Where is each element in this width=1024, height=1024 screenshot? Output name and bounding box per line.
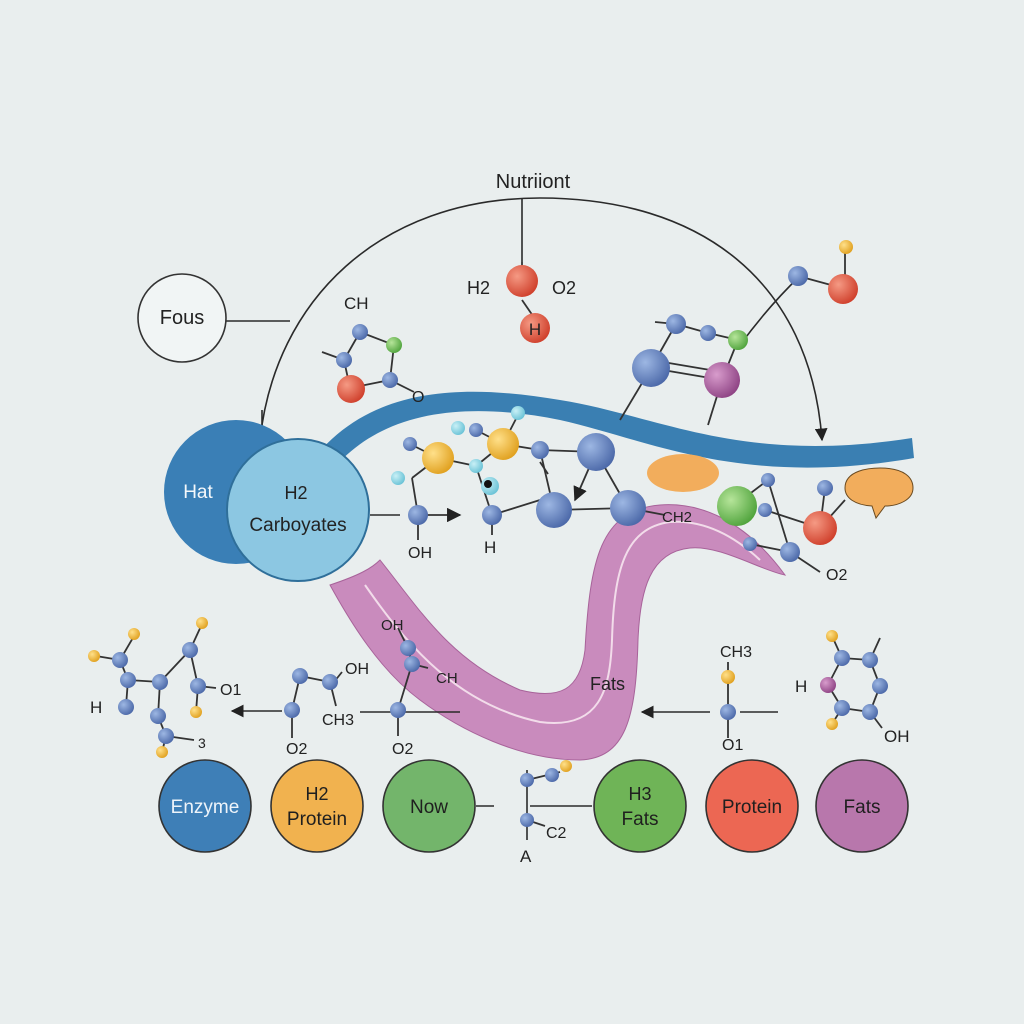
top-arc-connector xyxy=(259,197,828,442)
focus-node-label: Fous xyxy=(160,307,204,329)
bottom-node-line2: Now xyxy=(410,797,448,818)
label-oh-low: OH xyxy=(345,661,369,678)
bottom-node: Now xyxy=(382,759,476,853)
label-ch-top: CH xyxy=(344,294,369,313)
right-cluster: CH2 O2 xyxy=(647,454,914,584)
carb-node-line1: H2 xyxy=(284,483,307,503)
carbohydrates-node: H2 Carboyates xyxy=(226,438,370,582)
label-oh-mid: OH xyxy=(408,545,432,562)
label-oh-right: OH xyxy=(884,727,910,746)
bottom-node-circle xyxy=(270,759,364,853)
bottom-node-line2: Fats xyxy=(622,809,659,830)
label-h-left: H xyxy=(90,698,102,717)
pink-band xyxy=(329,504,787,761)
label-sub3: 3 xyxy=(198,735,206,751)
bottom-node: Protein xyxy=(705,759,799,853)
focus-node: Fous xyxy=(137,273,227,363)
ch-molecule: CH O xyxy=(321,294,424,406)
bottom-node-circle xyxy=(382,759,476,853)
bottom-node-line2: Protein xyxy=(722,797,782,818)
lower-middle-molecules: OH CH3 O2 OH CH O2 xyxy=(284,617,458,758)
label-o1-left: O1 xyxy=(220,682,241,699)
lower-right-ring: H OH xyxy=(795,630,910,746)
lower-left-molecule: H O1 3 xyxy=(88,617,241,758)
diagram-title: Nutriiont xyxy=(496,171,571,193)
top-molecule-bottom-label: H xyxy=(529,320,541,339)
bottom-node-line1: H3 xyxy=(628,784,651,804)
bottom-center-molecule: C2 A xyxy=(520,760,572,866)
label-o2-low-a: O2 xyxy=(286,741,307,758)
atom-red xyxy=(506,265,538,297)
top-molecule-right-label: O2 xyxy=(552,278,576,298)
bottom-node-circle xyxy=(593,759,687,853)
bottom-node: Fats xyxy=(815,759,909,853)
bottom-node-circle xyxy=(158,759,252,853)
middle-chain: OH H xyxy=(391,406,666,562)
label-o2-right: O2 xyxy=(826,567,847,584)
label-c2-bottom: C2 xyxy=(546,825,567,842)
label-ch-pink: CH xyxy=(436,670,458,687)
atom-red xyxy=(520,313,550,343)
label-a-bottom: A xyxy=(520,847,532,866)
pink-band-inner-line xyxy=(364,520,761,725)
fats-band-label: Fats xyxy=(590,674,625,694)
orange-speech-bubble xyxy=(844,467,914,520)
lower-right-ch3: CH3 O1 xyxy=(720,644,752,754)
pink-band-label: CH2 xyxy=(662,509,692,526)
orange-bubble xyxy=(647,454,719,492)
label-h-right: H xyxy=(795,677,807,696)
right-top-molecule xyxy=(619,240,858,426)
label-oh-pink: OH xyxy=(381,617,404,634)
bottom-node-line2: Protein xyxy=(287,809,347,830)
label-o-left: O xyxy=(412,389,424,406)
blue-band xyxy=(300,391,914,490)
bottom-node-circle xyxy=(815,759,909,853)
bottom-node-line2: Enzyme xyxy=(171,797,240,818)
hat-node-label: Hat xyxy=(183,482,213,503)
label-h-mid: H xyxy=(484,538,496,557)
bottom-node-line1: H2 xyxy=(305,784,328,804)
bottom-node: Enzyme xyxy=(158,759,252,853)
top-molecule-left-label: H2 xyxy=(467,278,490,298)
label-ch3-low: CH3 xyxy=(322,712,354,729)
bottom-node-circle xyxy=(705,759,799,853)
bottom-node-line2: Fats xyxy=(844,797,881,818)
right-stem-line xyxy=(739,275,801,346)
carb-node-line2: Carboyates xyxy=(249,515,346,536)
top-molecule: H2 O2 H xyxy=(467,262,576,343)
label-ch3-right: CH3 xyxy=(720,644,752,661)
label-o1-right: O1 xyxy=(722,737,743,754)
label-o2-low-b: O2 xyxy=(392,741,413,758)
